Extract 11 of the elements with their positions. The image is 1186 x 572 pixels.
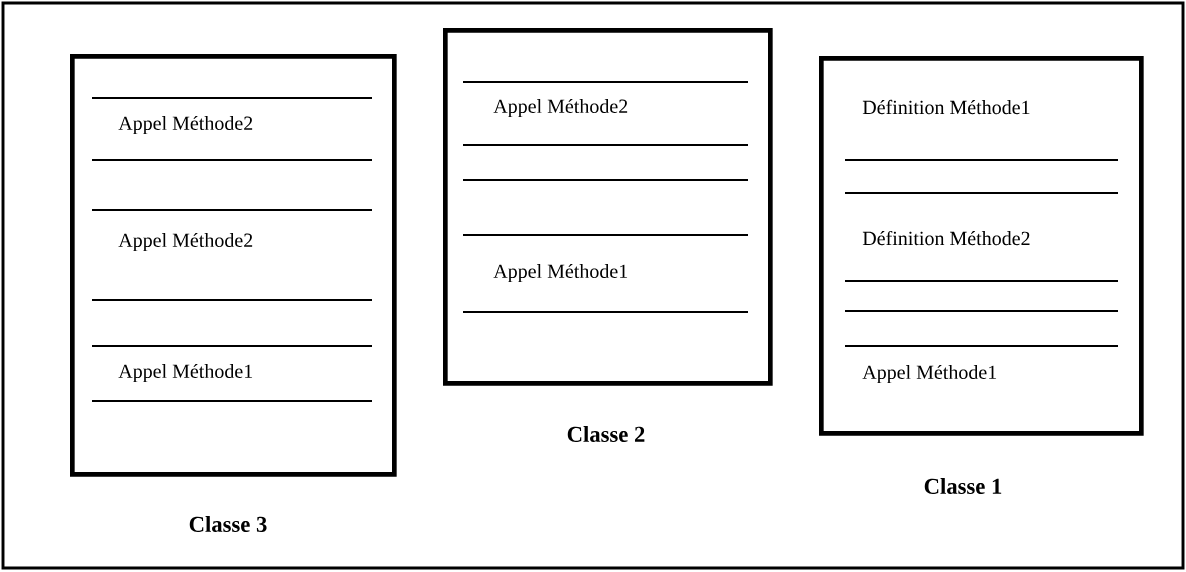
class-title: Classe 3 xyxy=(189,516,267,532)
method-text: Définition Méthode1 xyxy=(862,99,1030,115)
method-text: Appel Méthode2 xyxy=(118,115,253,135)
class-title: Classe 2 xyxy=(567,426,645,442)
class-title: Classe 1 xyxy=(924,478,1002,494)
method-text: Appel Méthode2 xyxy=(118,232,253,252)
method-text: Appel Méthode2 xyxy=(493,98,628,118)
method-text: Appel Méthode1 xyxy=(118,363,253,383)
method-text: Appel Méthode1 xyxy=(493,263,628,283)
method-text: Appel Méthode1 xyxy=(862,364,997,384)
method-text: Définition Méthode2 xyxy=(862,230,1030,246)
